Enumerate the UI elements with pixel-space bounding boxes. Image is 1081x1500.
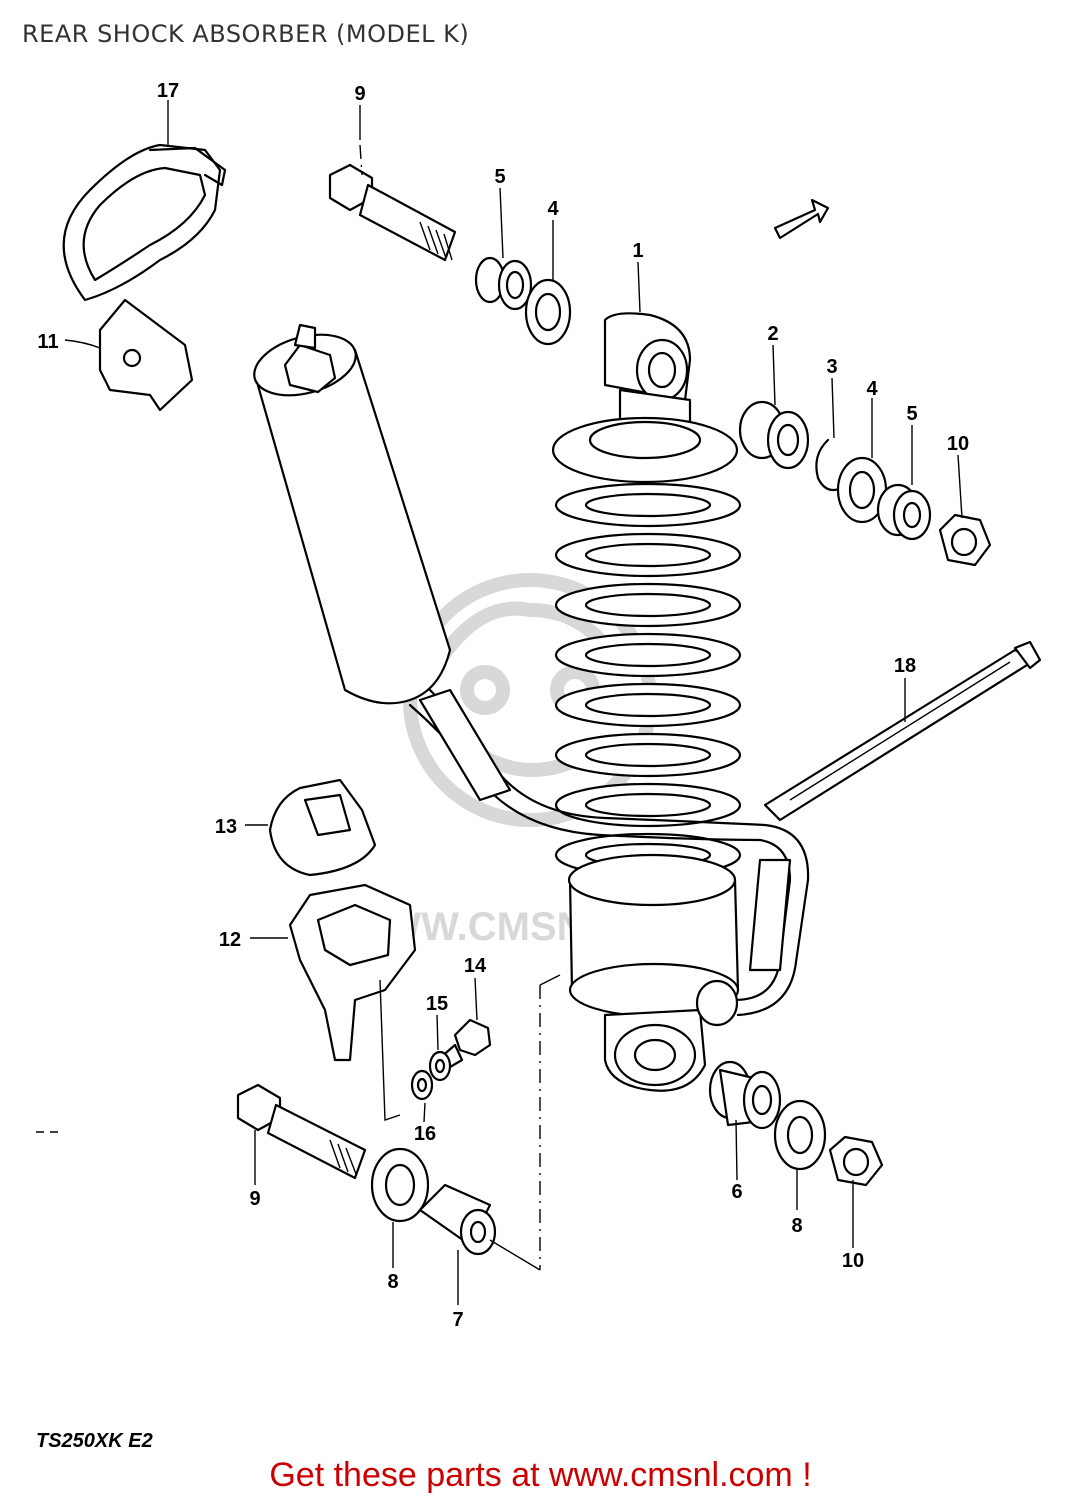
callout-16: 16 xyxy=(414,1123,436,1145)
callout-15: 15 xyxy=(426,993,448,1015)
callout-2: 2 xyxy=(767,323,778,345)
spring-coil xyxy=(554,682,742,728)
callout-11: 11 xyxy=(37,331,58,353)
callout-18: 18 xyxy=(894,655,916,677)
part-4-seal[interactable] xyxy=(836,456,888,524)
spring-coil-inner xyxy=(584,542,712,568)
callout-5-upper: 5 xyxy=(494,166,505,188)
callout-10-upper: 10 xyxy=(947,433,969,455)
callout-5: 5 xyxy=(906,403,917,425)
part-16-washer[interactable] xyxy=(410,1069,434,1101)
part-3-circlip[interactable] xyxy=(815,438,844,492)
callout-4-upper: 4 xyxy=(547,198,559,220)
part-6-bearing[interactable] xyxy=(708,1060,782,1130)
spring-coil-inner xyxy=(584,692,712,718)
model-code: TS250XK E2 xyxy=(36,1430,153,1452)
forward-arrow-icon xyxy=(773,198,830,240)
callout-13: 13 xyxy=(215,816,237,838)
callout-1: 1 xyxy=(632,240,643,262)
callout-9-upper: 9 xyxy=(354,83,365,105)
part-5-bushing[interactable] xyxy=(876,483,932,541)
reservoir-hose xyxy=(408,688,810,1027)
callout-10-lower: 10 xyxy=(842,1250,864,1272)
coil-spring xyxy=(554,482,742,878)
spring-coil-inner xyxy=(584,592,712,618)
spring-coil-inner xyxy=(584,492,712,518)
spring-coil xyxy=(554,532,742,578)
spring-coil-inner xyxy=(584,742,712,768)
part-10-nut-lower[interactable] xyxy=(828,1135,884,1187)
callout-6: 6 xyxy=(731,1181,742,1203)
part-11-bracket[interactable] xyxy=(98,298,194,412)
part-2-bushing[interactable] xyxy=(738,400,810,470)
part-4-upper-seal[interactable] xyxy=(524,278,572,346)
part-10-nut[interactable] xyxy=(938,513,992,567)
callout-7: 7 xyxy=(452,1309,463,1331)
callout-12: 12 xyxy=(219,929,241,951)
part-5-upper-bushing[interactable] xyxy=(474,256,533,311)
spring-coil-inner xyxy=(584,642,712,668)
spring-coil-inner xyxy=(584,792,712,818)
part-12-bracket[interactable] xyxy=(288,883,417,1062)
callout-8-left: 8 xyxy=(387,1271,398,1293)
callout-4: 4 xyxy=(866,378,878,400)
page-title: REAR SHOCK ABSORBER (MODEL K) xyxy=(22,20,470,48)
leader-lines xyxy=(64,100,963,1305)
spring-coil xyxy=(554,582,742,628)
reservoir-tank[interactable] xyxy=(248,323,452,705)
callout-labels: 17 9 5 4 1 11 2 3 4 5 10 18 13 12 14 15 … xyxy=(37,80,969,1331)
spring-coil xyxy=(554,782,742,828)
callout-8-right: 8 xyxy=(791,1215,802,1237)
callout-17: 17 xyxy=(157,80,179,102)
spring-coil xyxy=(554,482,742,528)
spring-coil xyxy=(554,632,742,678)
part-1-shock-absorber[interactable] xyxy=(551,312,742,1092)
part-18-cable-tie[interactable] xyxy=(763,640,1042,822)
footer-link[interactable]: Get these parts at www.cmsnl.com ! xyxy=(269,1456,812,1494)
part-9-lower-bolt[interactable] xyxy=(236,1083,367,1180)
part-13-plate[interactable] xyxy=(268,778,377,877)
part-7-collar[interactable] xyxy=(418,1183,497,1256)
part-9-upper-bolt[interactable] xyxy=(328,163,457,262)
part-17-strap[interactable] xyxy=(62,143,227,302)
part-8-seal-right[interactable] xyxy=(773,1099,827,1171)
assembly-lines xyxy=(36,144,561,1271)
part-8-seal-left[interactable] xyxy=(370,1147,430,1223)
spring-coil xyxy=(554,732,742,778)
callout-9-lower: 9 xyxy=(249,1188,260,1210)
callout-14: 14 xyxy=(464,955,487,977)
part-15-washer[interactable] xyxy=(428,1050,452,1082)
callout-3: 3 xyxy=(826,356,837,378)
